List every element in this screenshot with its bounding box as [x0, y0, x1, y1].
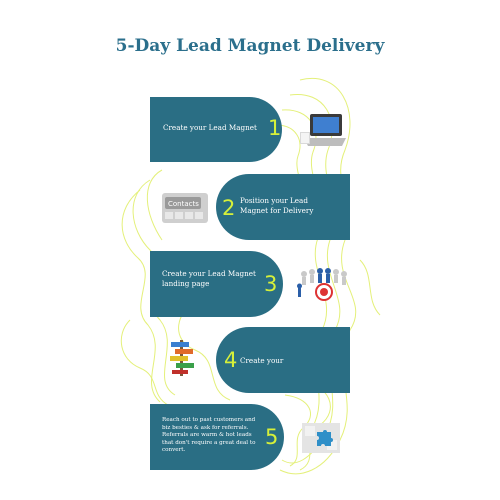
laptop-icon — [300, 114, 346, 146]
step-4-box: 4 Create your — [216, 327, 350, 393]
step-1-box: Create your Lead Magnet 1 — [150, 97, 282, 162]
step-2-number: 2 — [222, 196, 236, 220]
step-5-box: Reach out to past customers and biz best… — [150, 404, 284, 470]
step-2-text: Position your Lead Magnet for Delivery — [240, 196, 314, 216]
step-2-box: 2 Position your Lead Magnet for Delivery — [216, 174, 350, 240]
contacts-keyboard-icon: Contacts — [162, 193, 208, 223]
step-3-number: 3 — [264, 272, 278, 296]
step-4-text: Create your — [240, 356, 284, 365]
target-people-icon — [297, 268, 347, 301]
step-5-number: 5 — [265, 425, 279, 449]
page-title: 5-Day Lead Magnet Delivery — [115, 36, 385, 56]
step-1-text: Create your Lead Magnet — [163, 123, 257, 132]
step-4-number: 4 — [224, 348, 238, 372]
step-5-text: Reach out to past customers and biz best… — [162, 417, 256, 454]
signpost-icon — [170, 340, 194, 376]
puzzle-icon — [302, 423, 340, 453]
step-3-text: Create your Lead Magnet landing page — [162, 269, 256, 289]
step-1-number: 1 — [268, 116, 282, 140]
svg-text:Contacts: Contacts — [168, 200, 199, 208]
step-3-box: Create your Lead Magnet landing page 3 — [150, 251, 283, 317]
